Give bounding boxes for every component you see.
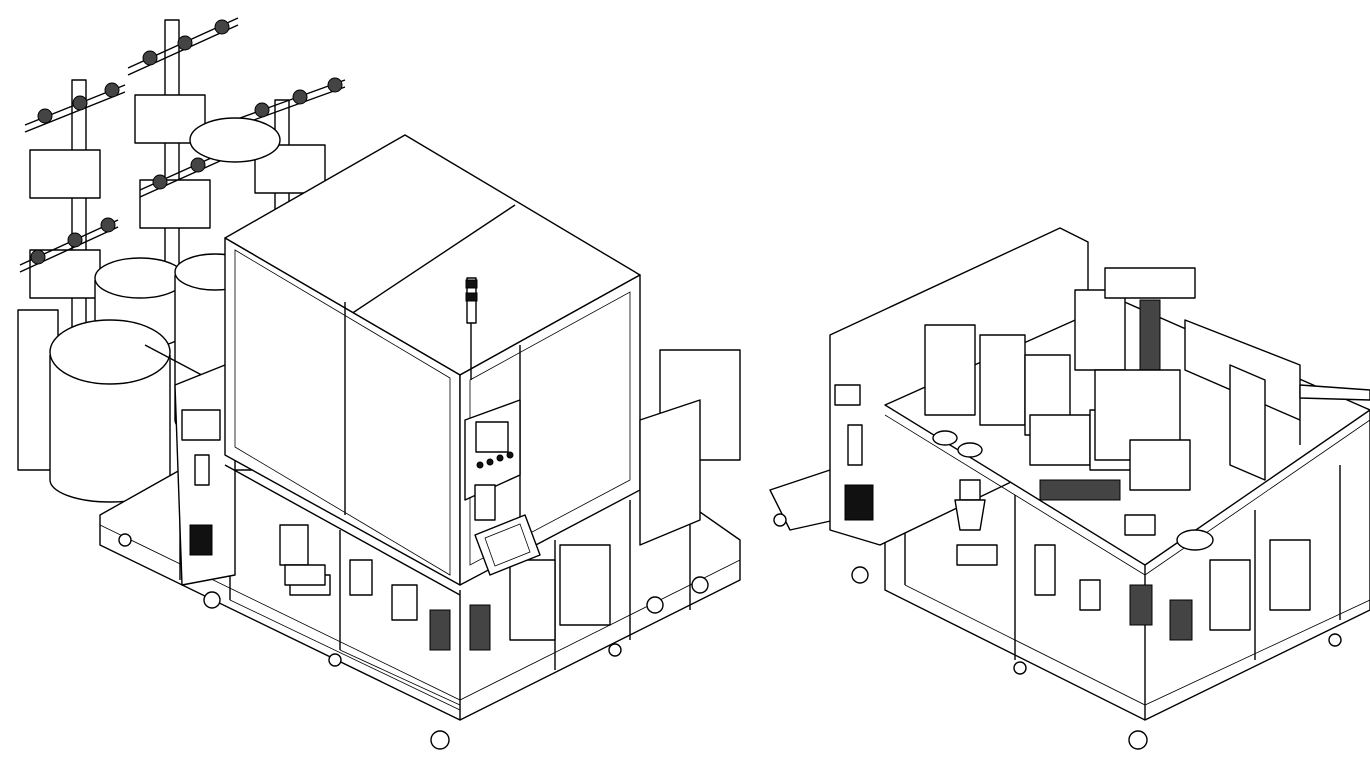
enclosed-machine-view [17,17,741,750]
caster-wheels [773,513,1342,750]
under-table-components [1034,539,1311,641]
signal-tower [465,277,478,380]
scrap-bin [956,544,998,566]
hmi-touch-panel [474,484,541,576]
electrical-cabinet [174,364,236,586]
output-chute [1184,319,1370,481]
open-machine-view [769,227,1370,750]
aluminum-frame [99,349,741,721]
gantry-module [1074,267,1196,491]
safety-enclosure [224,134,701,596]
operator-panel [464,399,521,501]
air-filter-regulator [954,479,986,531]
under-table-components [279,524,611,651]
caster-wheels [118,533,709,750]
scrap-bin [284,564,326,586]
